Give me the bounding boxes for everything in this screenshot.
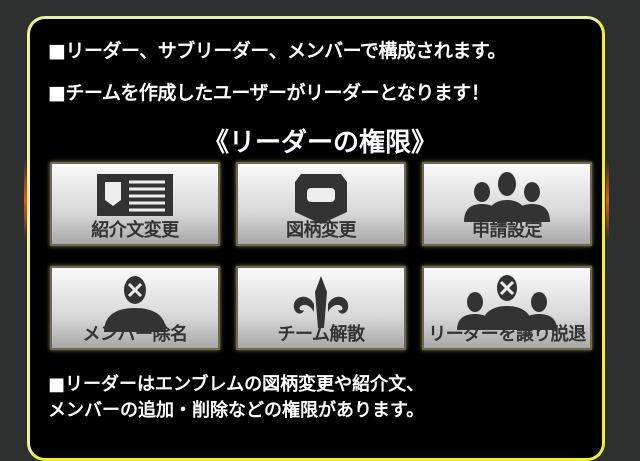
intro-line: ■リーダー、サブリーダー、メンバーで構成されます。 — [48, 40, 507, 62]
footer-line: メンバーの追加・削除などの権限があります。 — [48, 400, 425, 421]
button-label: 紹介文変更 — [91, 220, 179, 241]
button-label: チーム解散 — [277, 324, 365, 345]
button-label: 申請設定 — [472, 220, 543, 241]
section-title: 《リーダーの権限》 — [202, 128, 437, 158]
profile-card-icon — [97, 174, 173, 216]
footer-line: ■リーダーはエンブレムの図柄変更や紹介文、 — [48, 374, 425, 395]
footer-note: ■リーダーはエンブレムの図柄変更や紹介文、 メンバーの追加・削除などの権限があり… — [48, 372, 424, 424]
fleur-de-lis-icon — [293, 276, 349, 328]
application-settings-button[interactable]: 申請設定 — [422, 162, 592, 246]
edit-intro-button[interactable]: 紹介文変更 — [50, 162, 220, 246]
frame-glow — [606, 160, 609, 240]
button-label: リーダーを譲り脱退 — [428, 324, 586, 345]
intro-line: ■チームを作成したユーザーがリーダーとなります！ — [48, 82, 490, 104]
button-label: 図柄変更 — [286, 220, 357, 241]
button-label: メンバー除名 — [82, 324, 189, 345]
group-icon — [464, 172, 550, 222]
change-emblem-button[interactable]: 図柄変更 — [236, 162, 406, 246]
disband-team-button[interactable]: チーム解散 — [236, 266, 406, 350]
transfer-and-leave-button[interactable]: リーダーを譲り脱退 — [422, 266, 592, 350]
leave-group-icon — [457, 275, 557, 330]
emblem-icon — [295, 174, 347, 224]
frame-glow — [24, 160, 27, 240]
remove-member-icon — [104, 276, 166, 332]
remove-member-button[interactable]: メンバー除名 — [50, 266, 220, 350]
